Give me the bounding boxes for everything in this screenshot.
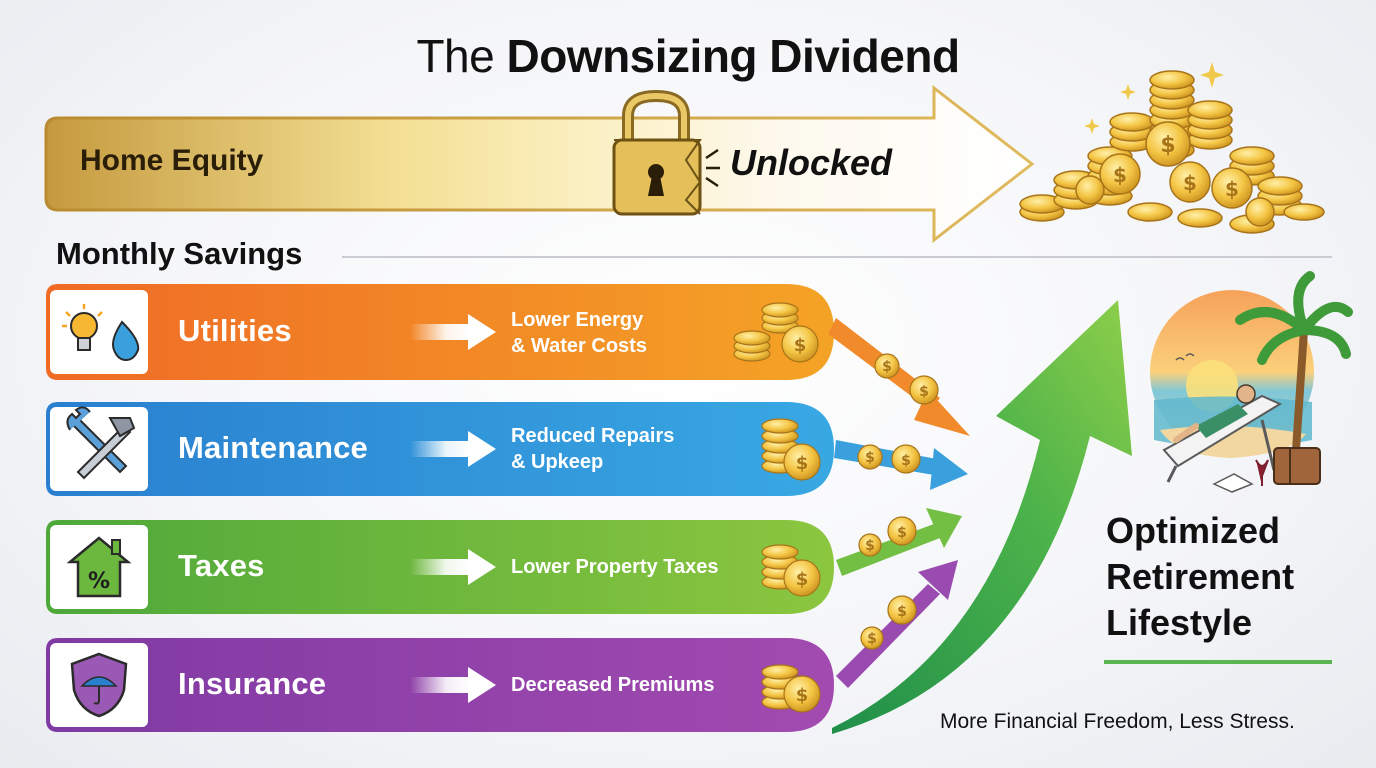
band-arrow-utilities [410,314,496,350]
flying-coin-icon [857,353,939,650]
insurance-description: Decreased Premiums [511,674,715,696]
outcome-title: Optimized Retirement Lifestyle [1106,510,1295,643]
svg-text:$: $ [1113,163,1127,187]
shield-umbrella-icon [70,652,128,718]
band-arrow-taxes [410,549,496,585]
beach-retirement-illustration [1150,271,1353,493]
svg-text:$: $ [794,335,807,356]
maintenance-description: Reduced Repairs & Upkeep [511,425,675,473]
coin-stack-icon [733,302,821,713]
wrench-hammer-icon [66,406,136,480]
page-title: The Downsizing Dividend [0,28,1376,84]
taxes-description: Lower Property Taxes [511,556,719,578]
svg-text:$: $ [882,359,892,375]
svg-text:$: $ [865,450,875,466]
utilities-label: Utilities [178,313,292,348]
lightbulb-water-drop-icon [62,304,140,362]
svg-text:$: $ [796,453,809,474]
svg-text:%: % [88,569,110,594]
title-light: The [416,30,507,82]
home-equity-label: Home Equity [80,144,264,177]
svg-text:$: $ [901,453,911,469]
svg-text:$: $ [919,384,929,400]
padlock-icon [612,89,720,216]
taxes-label: Taxes [178,548,265,583]
insurance-label: Insurance [178,666,327,701]
band-arrow-insurance [410,667,496,703]
svg-text:$: $ [1225,177,1239,201]
band-arrow-maintenance [410,431,496,467]
svg-text:$: $ [897,604,907,620]
monthly-savings-heading: Monthly Savings [56,236,303,271]
svg-text:$: $ [796,569,809,590]
svg-text:$: $ [897,525,907,541]
svg-text:$: $ [1160,133,1175,158]
maintenance-label: Maintenance [178,430,368,465]
coin-pile-icon: $ $ $ $ [1019,62,1325,234]
growth-arrow [832,300,1132,734]
house-percent-icon: % [66,536,132,598]
tagline: More Financial Freedom, Less Stress. [940,710,1295,733]
connector-arrow-orange [828,318,970,436]
utilities-description: Lower Energy & Water Costs [511,309,647,357]
svg-text:$: $ [867,631,877,647]
equity-arrow [44,84,1035,244]
svg-text:$: $ [1183,171,1197,195]
unlocked-label: Unlocked [730,142,893,183]
svg-text:$: $ [796,685,809,706]
title-bold: Downsizing Dividend [506,30,960,82]
svg-text:$: $ [865,538,875,554]
